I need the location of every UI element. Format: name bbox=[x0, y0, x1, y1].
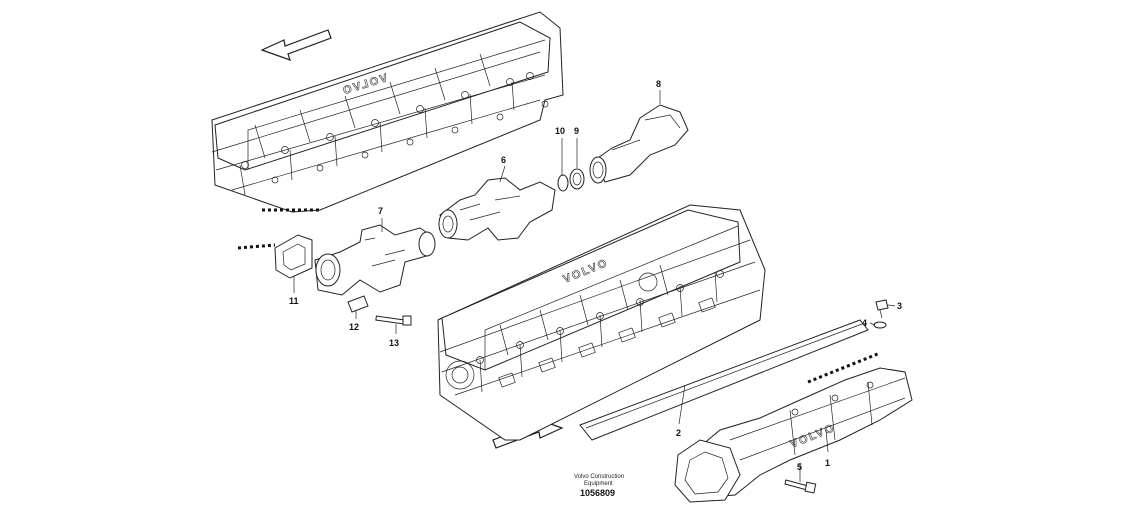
callout-3: 3 bbox=[897, 301, 902, 311]
manifold-center-section-part bbox=[438, 177, 556, 241]
leader-lines bbox=[293, 90, 896, 482]
credit-line-1: Volvo Construction bbox=[574, 474, 624, 480]
exhaust-manifold-assembly-part: VOLVO bbox=[674, 367, 913, 503]
spacer-sleeve-part bbox=[347, 295, 369, 313]
sealing-ring-part-9 bbox=[569, 168, 585, 190]
flange-screw-part-5 bbox=[784, 479, 817, 494]
callout-1: 1 bbox=[825, 458, 830, 468]
callout-10: 10 bbox=[555, 126, 565, 136]
screw-part-3 bbox=[875, 299, 889, 319]
callout-11: 11 bbox=[289, 296, 299, 306]
drawing-number: 1056809 bbox=[580, 488, 615, 498]
manifold-gasket-part bbox=[579, 319, 869, 441]
callout-13: 13 bbox=[389, 338, 399, 348]
alignment-line-front bbox=[237, 208, 320, 250]
cylinder-head-upper: VOLVO bbox=[211, 11, 564, 213]
callout-9: 9 bbox=[574, 126, 579, 136]
washer-part-4 bbox=[873, 321, 887, 329]
callout-labels: 1 2 3 4 5 6 7 8 9 10 11 12 13 bbox=[289, 79, 902, 472]
flange-screw-part-13 bbox=[375, 315, 412, 326]
manifold-rear-elbow-part bbox=[589, 104, 689, 184]
flange-gasket-part bbox=[274, 234, 313, 279]
cylinder-head-lower: VOLVO bbox=[437, 204, 766, 441]
callout-4: 4 bbox=[862, 318, 867, 328]
direction-arrow-upper bbox=[260, 29, 332, 61]
alignment-line-manifold bbox=[807, 351, 881, 384]
callout-2: 2 bbox=[676, 428, 681, 438]
manifold-front-section-part bbox=[314, 224, 436, 296]
callout-7: 7 bbox=[378, 206, 383, 216]
credit-line-2: Equipment bbox=[584, 481, 613, 487]
callout-12: 12 bbox=[349, 322, 359, 332]
callout-6: 6 bbox=[501, 155, 506, 165]
callout-8: 8 bbox=[656, 79, 661, 89]
sealing-ring-part-10 bbox=[557, 174, 569, 192]
callout-5: 5 bbox=[797, 462, 802, 472]
